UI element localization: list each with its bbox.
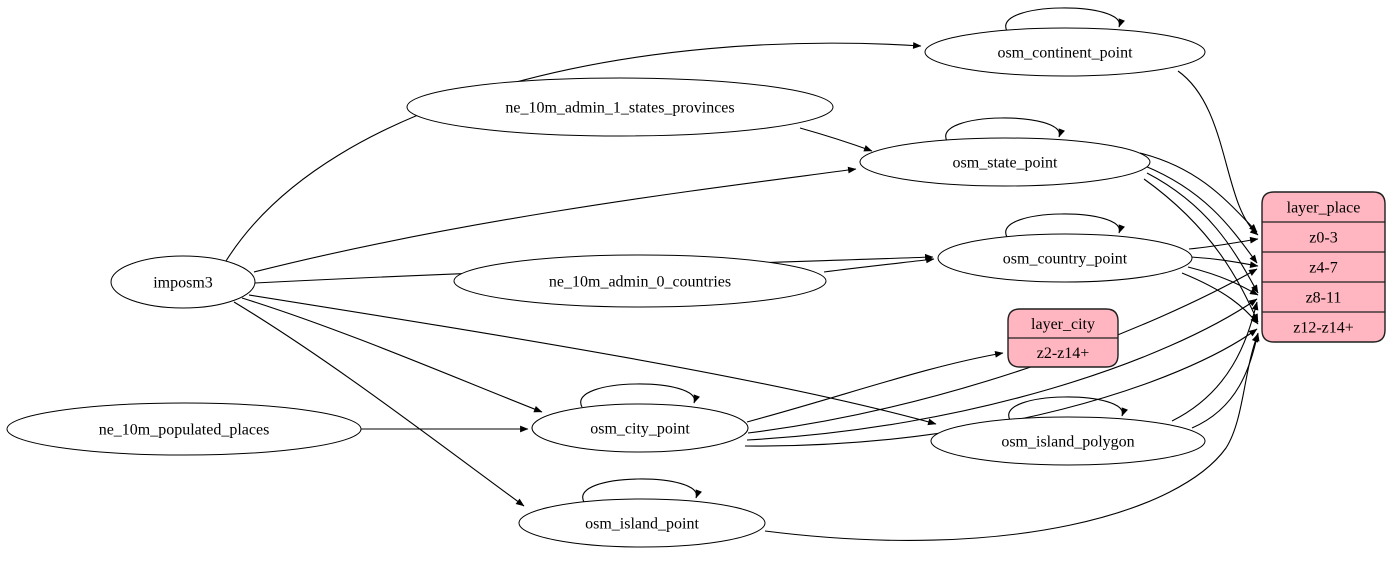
zoom-row-label: z0-3 bbox=[1309, 230, 1337, 247]
edge-imposm3-to-osm_island_point bbox=[233, 301, 525, 507]
node-label: osm_country_point bbox=[1003, 251, 1128, 268]
source-node-ne_10m_populated_places: ne_10m_populated_places bbox=[6, 402, 362, 456]
node-label: osm_continent_point bbox=[997, 45, 1133, 62]
node-label: ne_10m_populated_places bbox=[99, 422, 270, 439]
source-node-ne_10m_admin_1_states_provinces: ne_10m_admin_1_states_provinces bbox=[406, 77, 834, 137]
edge-osm_country_point-to-layer_place:z8-11 bbox=[1187, 266, 1259, 296]
node-label: osm_city_point bbox=[590, 421, 690, 438]
edge-osm_state_point-to-layer_place:z4-7 bbox=[1144, 165, 1258, 264]
layer-node-layer_place: layer_place z0-3 z4-7 z8-11 z12-z14+ bbox=[1261, 191, 1386, 343]
edge-osm_city_point-to-layer_place:z4-7 bbox=[747, 268, 1258, 434]
edge-imposm3-to-osm_city_point bbox=[241, 297, 543, 413]
edge-osm_country_point-to-layer_place:z12-z14+ bbox=[1181, 272, 1259, 325]
self-loop-osm_island_polygon bbox=[1008, 396, 1128, 421]
node-label: imposm3 bbox=[153, 275, 213, 292]
node-shape bbox=[6, 402, 362, 456]
zoom-row-label: z8-11 bbox=[1306, 290, 1342, 307]
edge-osm_island_polygon-to-layer_place:z12-z14+ bbox=[1191, 332, 1260, 429]
node-shape bbox=[518, 498, 766, 548]
edge-osm_continent_point-to-layer_place:z0-3 bbox=[1177, 70, 1259, 236]
table-node-osm_state_point: osm_state_point bbox=[859, 137, 1151, 187]
node-shape bbox=[110, 255, 256, 309]
node-shape bbox=[924, 27, 1206, 77]
edge-ne_10m_admin_0_countries-to-osm_country_point bbox=[823, 256, 935, 273]
edge-osm_island_point-to-layer_place:z12-z14+ bbox=[764, 333, 1259, 541]
node-label: osm_state_point bbox=[953, 155, 1058, 172]
table-node-osm_city_point: osm_city_point bbox=[531, 403, 749, 453]
self-loop-osm_state_point bbox=[945, 117, 1065, 142]
self-loop-osm_country_point bbox=[1005, 213, 1125, 238]
edge-osm_country_point-to-layer_place:z4-7 bbox=[1190, 256, 1259, 268]
edge-imposm3-to-osm_island_polygon bbox=[248, 294, 937, 426]
edge-osm_state_point-to-layer_place:z0-3 bbox=[1139, 152, 1258, 233]
source-node-ne_10m_admin_0_countries: ne_10m_admin_0_countries bbox=[453, 254, 827, 308]
zoom-row-label: z4-7 bbox=[1309, 260, 1337, 277]
edge-osm_city_point-to-layer_place:z8-11 bbox=[746, 298, 1258, 441]
node-shape bbox=[859, 137, 1151, 187]
edge-osm_country_point-to-layer_place:z0-3 bbox=[1188, 236, 1259, 250]
node-label: ne_10m_admin_0_countries bbox=[549, 274, 731, 291]
edge-imposm3-to-osm_continent_point bbox=[225, 42, 922, 262]
layer-title: layer_city bbox=[1031, 316, 1095, 333]
node-shape bbox=[406, 77, 834, 137]
source-node-imposm3: imposm3 bbox=[110, 255, 256, 309]
edge-osm_state_point-to-layer_place:z8-11 bbox=[1146, 172, 1259, 294]
edge-osm_city_point-to-layer_city:z2-z14+ bbox=[746, 351, 1004, 423]
self-loop-osm_continent_point bbox=[1005, 7, 1125, 32]
node-shape bbox=[937, 233, 1193, 283]
edge-imposm3-to-osm_state_point bbox=[253, 166, 857, 273]
edge-osm_state_point-to-layer_place:z12-z14+ bbox=[1143, 178, 1259, 323]
table-node-osm_continent_point: osm_continent_point bbox=[924, 27, 1206, 77]
node-label: ne_10m_admin_1_states_provinces bbox=[505, 100, 734, 117]
self-loop-osm_city_point bbox=[580, 383, 700, 408]
layer-title: layer_place bbox=[1287, 200, 1361, 217]
node-label: osm_island_polygon bbox=[1001, 434, 1134, 451]
node-shape bbox=[531, 403, 749, 453]
layer-record-shape bbox=[1261, 191, 1386, 343]
node-label: osm_island_point bbox=[585, 516, 699, 533]
table-node-osm_island_polygon: osm_island_polygon bbox=[930, 416, 1206, 466]
zoom-row-label: z12-z14+ bbox=[1293, 320, 1354, 337]
table-node-osm_country_point: osm_country_point bbox=[937, 233, 1193, 283]
edge-osm_island_polygon-to-layer_place:z8-11 bbox=[1171, 301, 1259, 422]
layer-node-layer_city: layer_city z2-z14+ bbox=[1007, 308, 1119, 368]
self-loop-osm_island_point bbox=[582, 478, 702, 503]
node-shape bbox=[453, 254, 827, 308]
table-node-osm_island_point: osm_island_point bbox=[518, 498, 766, 548]
edge-osm_city_point-to-layer_place:z12-z14+ bbox=[744, 328, 1258, 447]
node-shape bbox=[930, 416, 1206, 466]
edge-ne_10m_admin_1_states_provinces-to-osm_state_point bbox=[799, 127, 873, 152]
zoom-row-label: z2-z14+ bbox=[1037, 345, 1090, 362]
